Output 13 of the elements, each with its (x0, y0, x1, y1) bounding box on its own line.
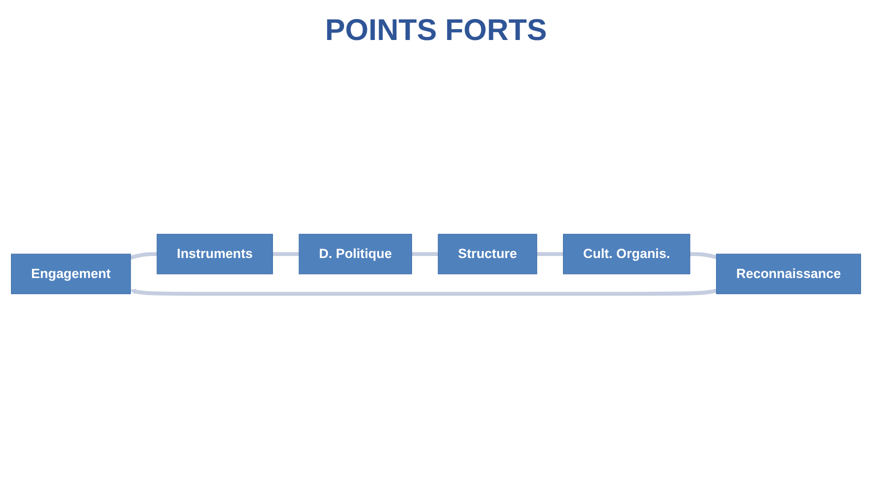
node-box: Structure (438, 234, 538, 274)
node-box: D. Politique (298, 234, 412, 274)
connector (412, 252, 438, 256)
connector (130, 252, 158, 260)
node-box: Engagement (10, 254, 131, 294)
connector (272, 252, 300, 256)
node-box: Instruments (156, 234, 273, 274)
diagram-title: POINTS FORTS (324, 14, 548, 48)
node-box: Cult. Organis. (562, 234, 690, 274)
arrow (130, 288, 717, 296)
connector (690, 252, 717, 260)
node-box: Reconnaissance (716, 254, 862, 294)
connector (536, 252, 564, 256)
